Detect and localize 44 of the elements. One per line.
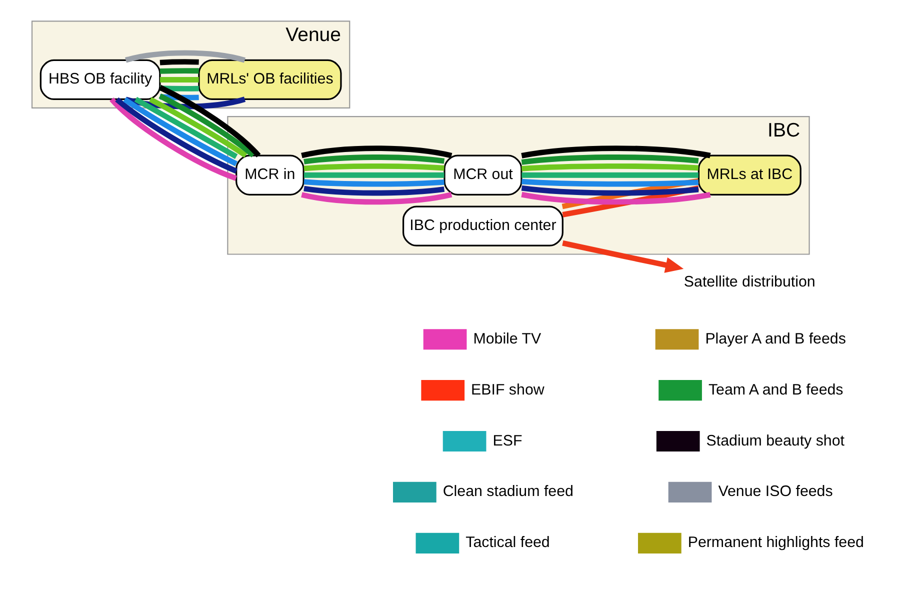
- connector: [160, 77, 199, 82]
- legend-label: Venue ISO feeds: [718, 483, 833, 500]
- connector: [304, 172, 444, 178]
- arrow: [562, 240, 684, 273]
- connector: [149, 96, 248, 158]
- node-box: MRLs' OB facilities: [198, 59, 342, 100]
- node-box: MRLs at IBC: [698, 154, 802, 196]
- connector: [522, 163, 699, 172]
- connector: [160, 86, 199, 92]
- connector: [158, 94, 256, 158]
- connector: [301, 192, 452, 205]
- connector: [160, 68, 199, 74]
- connector: [522, 172, 698, 178]
- connector: [304, 186, 444, 196]
- connector: [521, 192, 711, 205]
- legend-label: ESF: [492, 432, 522, 450]
- connector: [521, 154, 699, 165]
- connector: [158, 84, 261, 158]
- connector: [160, 59, 199, 66]
- node-box: IBC production center: [402, 206, 564, 246]
- node-box: MCR out: [444, 154, 522, 196]
- connector: [562, 185, 700, 218]
- node-text: Satellite distribution: [684, 273, 816, 290]
- connector: [521, 185, 699, 196]
- connector: [562, 178, 699, 210]
- legend-label: Tactical feed: [466, 534, 550, 552]
- legend-label: Player A and B feeds: [705, 330, 846, 348]
- connector: [301, 146, 452, 158]
- connector: [304, 163, 444, 172]
- connector: [304, 179, 444, 187]
- connector: [522, 178, 699, 187]
- node-box: HBS OB facility: [40, 59, 161, 100]
- legend-label: Stadium beauty shot: [706, 432, 844, 450]
- connector: [123, 97, 238, 166]
- legend-label: Clean stadium feed: [442, 483, 574, 500]
- connector: [134, 96, 238, 159]
- legend-label: Team A and B feeds: [708, 381, 844, 398]
- connector: [304, 154, 444, 164]
- legend-label: Permanent highlights feed: [688, 534, 864, 552]
- legend-label: Mobile TV: [473, 330, 542, 348]
- connector: [521, 146, 711, 158]
- node-box: MCR in: [236, 154, 304, 196]
- legend-label: EBIF show: [471, 381, 544, 398]
- connector: [160, 94, 199, 100]
